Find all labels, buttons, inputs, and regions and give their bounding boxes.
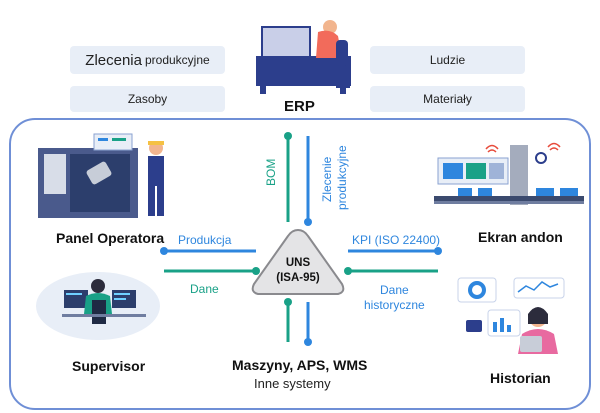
arrow-bom — [284, 132, 292, 222]
panel-operatora-illustration — [38, 133, 164, 218]
flow-label-bom: BOM — [264, 158, 278, 186]
tag-zlecenia-sub: produkcyjne — [144, 53, 210, 67]
arrow-zlecenie-produkcyjne — [304, 136, 312, 226]
tag-materialy-label: Materiały — [423, 92, 472, 106]
arrow-dane — [164, 267, 260, 275]
arrow-dane-historyczne — [344, 267, 438, 275]
tag-zlecenia-main: Zlecenia — [85, 51, 142, 69]
erp-illustration — [256, 20, 351, 94]
node-machines: Maszyny, APS, WMS — [232, 357, 368, 373]
uns-boundary-frame — [9, 118, 591, 410]
historian-illustration — [457, 277, 565, 354]
tag-zasoby-label: Zasoby — [127, 92, 168, 106]
erp-label: ERP — [284, 98, 315, 115]
node-historian: Historian — [490, 370, 551, 386]
flow-label-kpi: KPI (ISO 22400) — [352, 233, 441, 247]
supervisor-illustration — [36, 272, 160, 340]
tag-zasoby: Zasoby — [70, 86, 225, 112]
tag-ludzie-label: Ludzie — [429, 53, 466, 67]
uns-title: UNS — [285, 257, 311, 269]
tag-zlecenia-produkcyjne: Zlecenia produkcyjne — [70, 46, 225, 74]
tag-materialy: Materiały — [370, 86, 525, 112]
uns-hub-shape — [251, 228, 345, 295]
flow-label-dane-historyczne: Dane historyczne — [364, 283, 425, 313]
arrow-kpi — [348, 247, 442, 255]
flow-label-zlecenie-line1: Zlecenie — [320, 156, 334, 202]
flow-label-zlecenie-line2: produkcyjne — [335, 145, 349, 210]
ekran-andon-illustration — [434, 142, 584, 205]
arrow-produkcja — [160, 247, 256, 255]
tag-ludzie: Ludzie — [370, 46, 525, 74]
flow-label-dane-historyczne-line1: Dane — [380, 283, 409, 297]
node-ekran-andon: Ekran andon — [478, 229, 563, 245]
uns-subtitle: (ISA-95) — [276, 272, 320, 284]
node-supervisor: Supervisor — [72, 358, 146, 374]
node-machines-sub: Inne systemy — [254, 376, 331, 391]
arrow-machines-up — [284, 298, 292, 342]
uns-hub-label: UNS (ISA-95) — [266, 256, 330, 286]
node-panel-operatora: Panel Operatora — [56, 230, 165, 246]
arrow-machines-down — [304, 302, 312, 346]
flow-label-dane: Dane — [190, 282, 219, 296]
flow-label-dane-historyczne-line2: historyczne — [364, 298, 425, 312]
flow-label-produkcja: Produkcja — [178, 233, 232, 247]
